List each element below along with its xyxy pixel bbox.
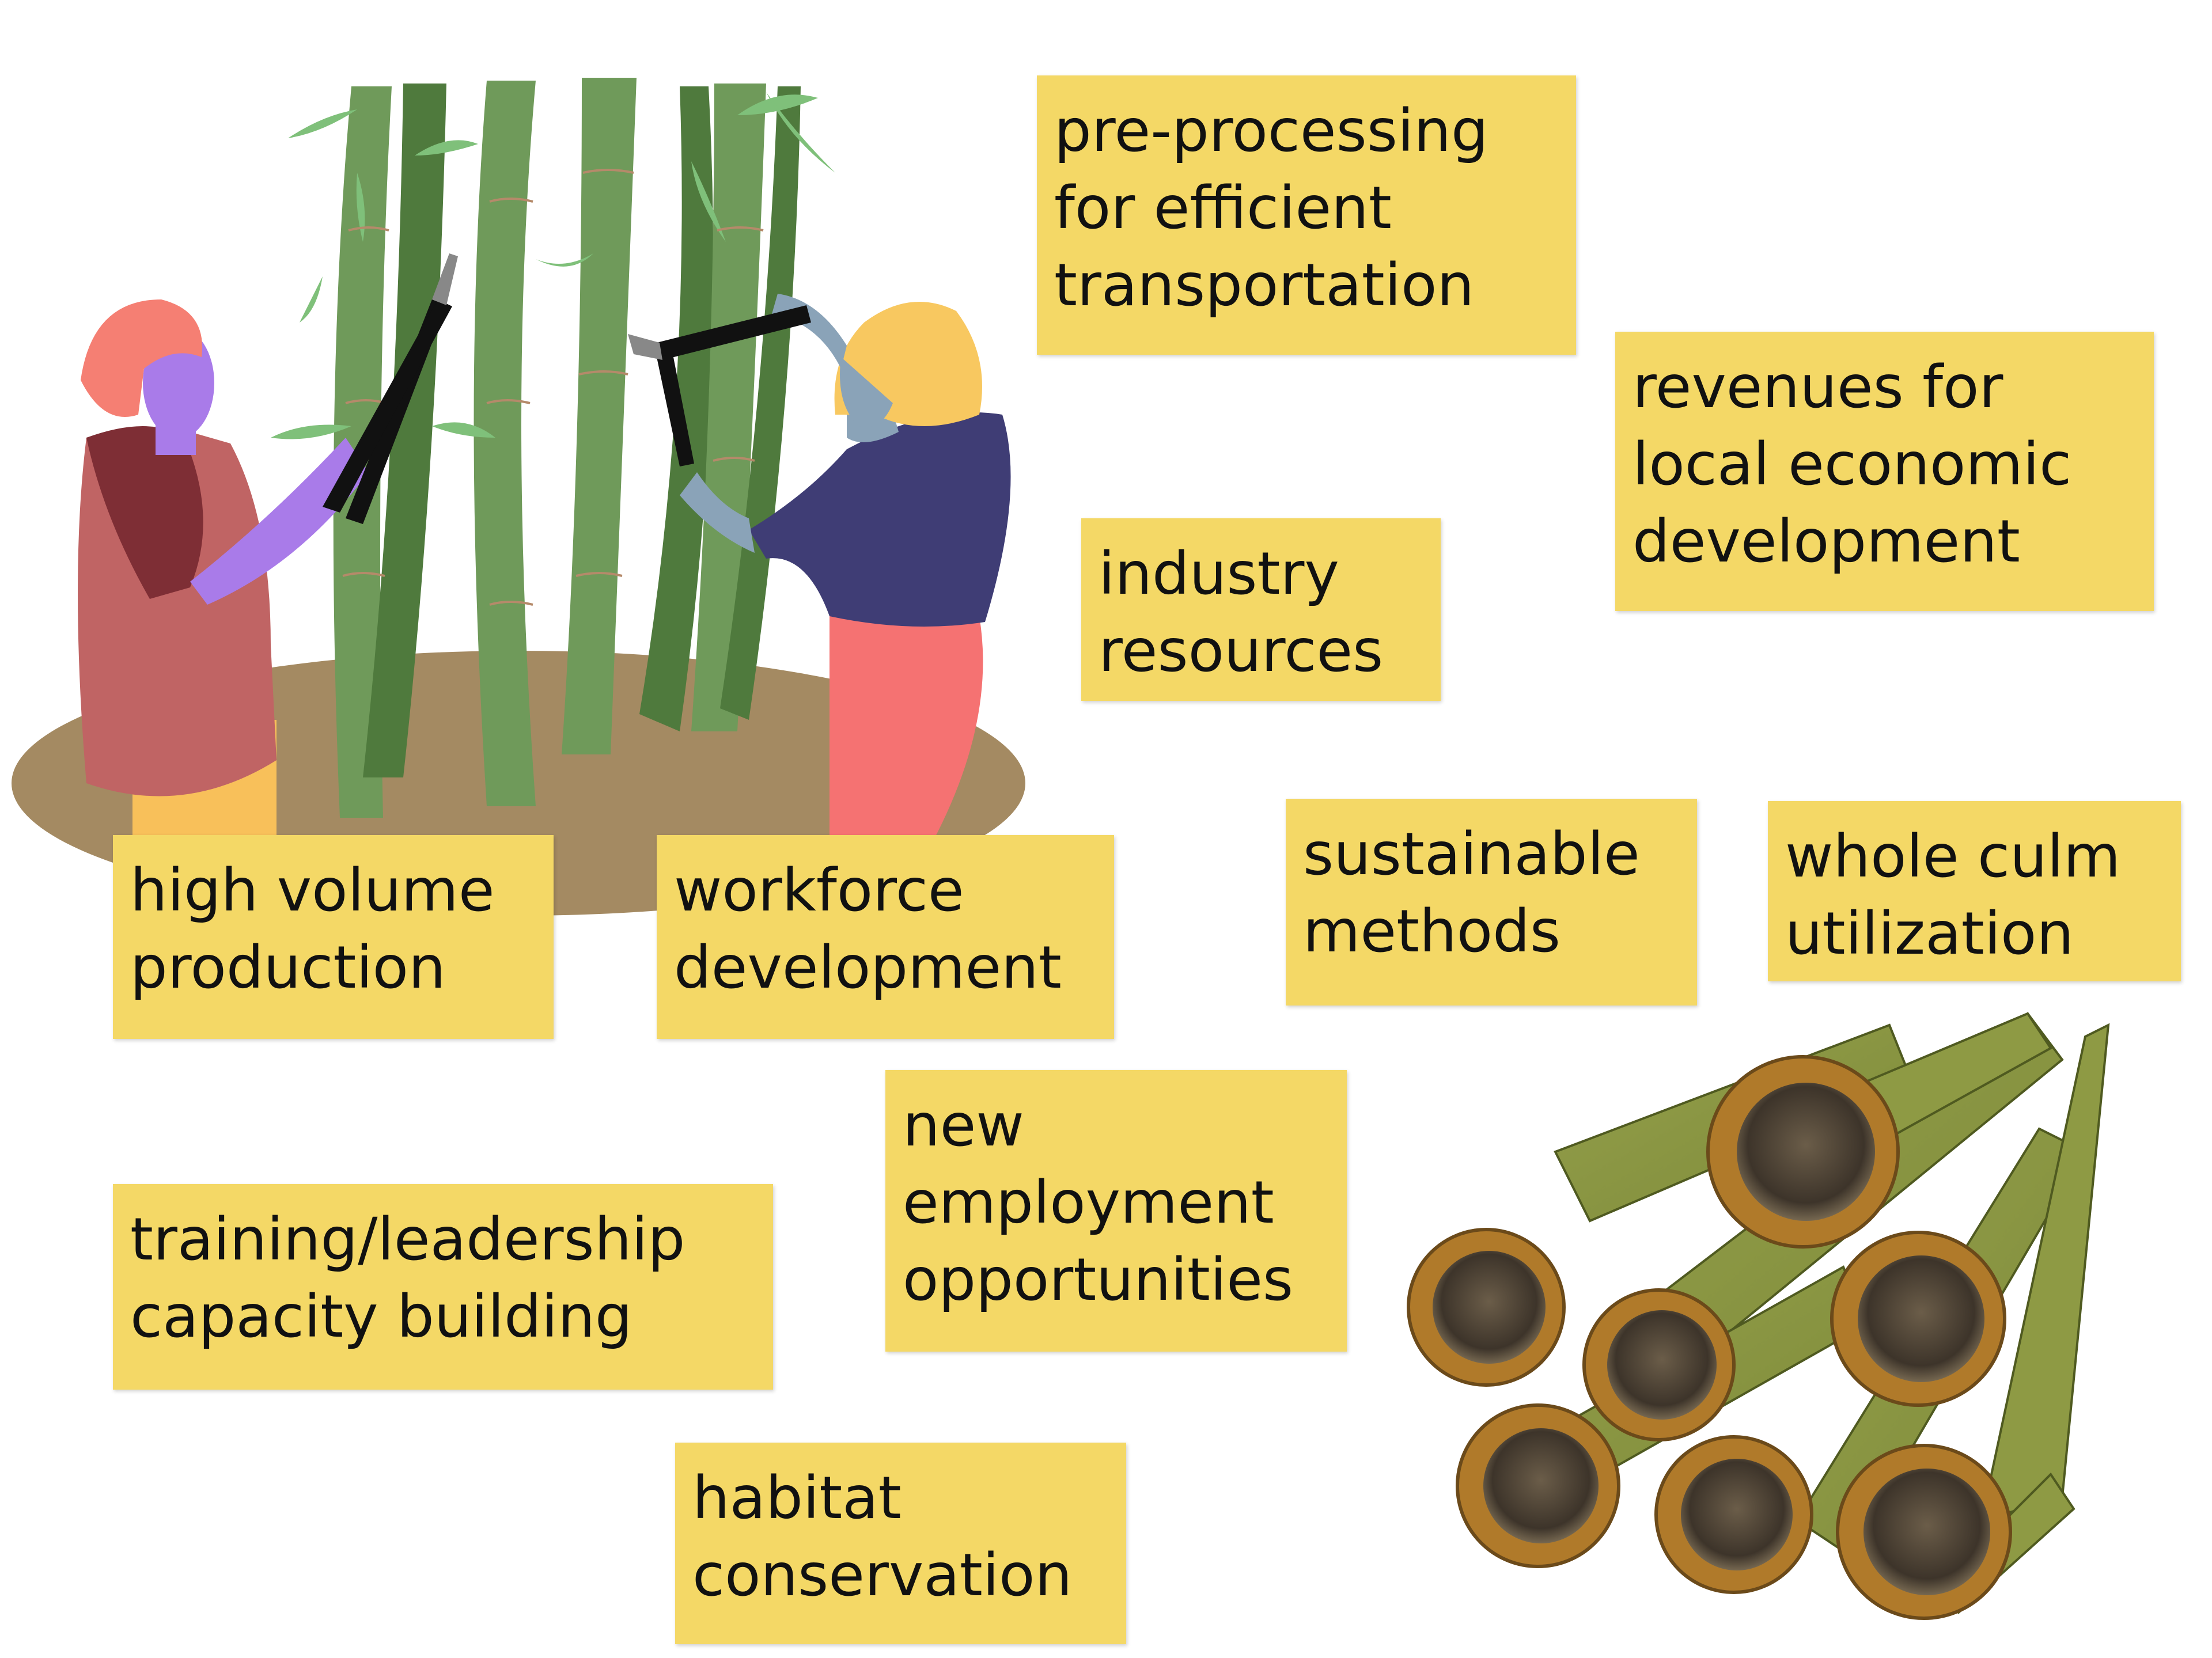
label-line: transportation	[1054, 251, 1475, 320]
label-line: industry	[1099, 540, 1339, 608]
label-line: development	[674, 934, 1062, 1002]
label-habitat-conservation: habitat conservation	[675, 1443, 1126, 1644]
label-line: revenues for	[1633, 353, 2003, 422]
label-line: development	[1633, 507, 2020, 576]
label-line: local economic	[1633, 430, 2072, 499]
worker-right	[628, 294, 1011, 841]
label-line: resources	[1099, 617, 1384, 685]
label-pre-processing: pre-processing for efficient transportat…	[1037, 75, 1576, 355]
label-line: pre-processing	[1054, 97, 1488, 165]
bamboo-stalk	[562, 78, 637, 754]
label-new-employment: new employment opportunities	[885, 1070, 1347, 1352]
label-line: utilization	[1785, 900, 2074, 968]
label-line: conservation	[692, 1541, 1073, 1610]
bamboo-stalk	[720, 86, 801, 720]
worker-left	[78, 253, 458, 841]
label-line: workforce	[674, 856, 964, 925]
bamboo-stalk	[363, 84, 446, 777]
bamboo-leaves	[271, 92, 835, 439]
label-line: methods	[1303, 897, 1561, 966]
label-whole-culm-utilization: whole culm utilization	[1768, 801, 2181, 981]
label-line: sustainable	[1303, 820, 1640, 889]
label-workforce-development: workforce development	[657, 835, 1114, 1039]
label-high-volume-production: high volume production	[113, 835, 554, 1039]
label-line: new	[903, 1091, 1024, 1160]
bamboo-nodes	[342, 169, 764, 606]
culm-hole	[1433, 1083, 1990, 1595]
bamboo-stalk	[691, 84, 766, 731]
label-line: opportunities	[903, 1246, 1294, 1314]
label-line: whole culm	[1785, 822, 2121, 891]
label-line: habitat	[692, 1464, 902, 1532]
label-revenues: revenues for local economic development	[1615, 332, 2154, 611]
bamboo-stalk	[474, 81, 536, 806]
bamboo-bundle	[1407, 1012, 2110, 1620]
bamboo-grove	[271, 78, 835, 818]
label-line: high volume	[130, 856, 495, 925]
label-industry-resources: industry resources	[1081, 518, 1441, 701]
label-line: for efficient	[1054, 174, 1392, 242]
label-line: capacity building	[130, 1283, 632, 1351]
label-line: employment	[903, 1168, 1274, 1237]
label-sustainable-methods: sustainable methods	[1286, 799, 1697, 1006]
label-line: training/leadership	[130, 1205, 685, 1274]
label-training-capacity: training/leadership capacity building	[113, 1184, 773, 1390]
label-line: production	[130, 934, 446, 1002]
